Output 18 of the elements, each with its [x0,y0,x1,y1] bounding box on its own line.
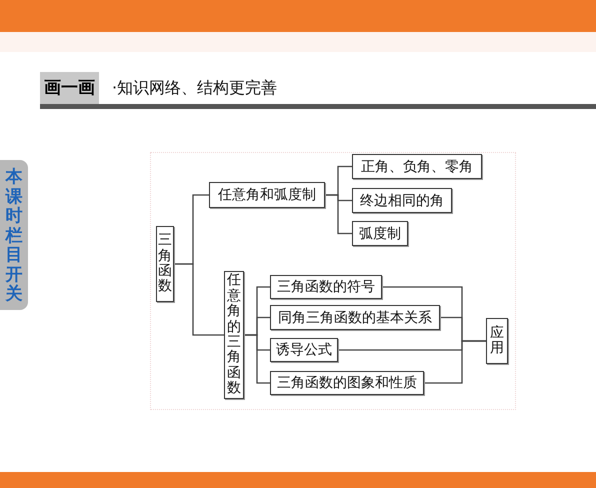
connector-line [174,263,224,336]
vertical-text-box: 三角函数 [156,226,174,302]
section-tag: 画一画 [40,72,99,104]
vertical-text-box: 任意角的三角函数 [224,271,244,399]
connector-line [244,334,270,384]
connector-line [325,194,352,234]
section-heading: ·知识网络、结构更完善 [112,77,278,99]
topic-box: 任意角和弧度制 [209,182,325,208]
topic-box: 三角函数的符号 [270,275,382,299]
topic-box: 同角三角函数的基本关系 [270,305,440,330]
connector-line [424,340,486,384]
topic-box: 诱导公式 [270,338,338,362]
side-tab: 本课时栏目开关 [0,160,28,310]
topic-box: 正角、负角、零角 [352,154,482,179]
topic-box: 弧度制 [352,221,408,246]
topic-box: 终边相同的角 [352,188,452,213]
topic-box: 三角函数的图象和性质 [270,371,424,395]
vertical-text-box: 应用 [486,318,508,364]
